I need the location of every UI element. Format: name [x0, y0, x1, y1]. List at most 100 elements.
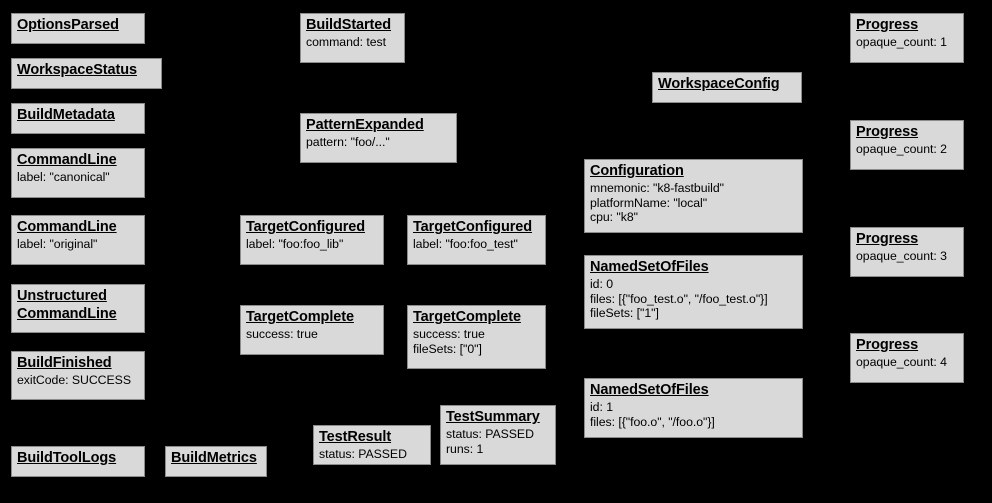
node-fields: mnemonic: "k8-fastbuild"platformName: "l…	[590, 181, 797, 225]
node-title-line: WorkspaceConfig	[658, 76, 780, 92]
node-title-line: Progress	[856, 124, 919, 140]
node-field: label: "foo:foo_lib"	[246, 237, 344, 252]
node-title-line: NamedSetOfFiles	[590, 382, 709, 398]
node-field: success: true	[413, 327, 485, 342]
node-field: files: [{"foo.o", "/foo.o"}]	[590, 414, 715, 429]
node-title-line: OptionsParsed	[17, 17, 119, 33]
node-fields: opaque_count: 4	[856, 355, 958, 370]
node-title: TargetConfigured	[246, 219, 378, 236]
node-fields: success: true	[246, 327, 378, 342]
node-title: BuildFinished	[17, 355, 139, 372]
node-field: pattern: "foo/..."	[306, 135, 390, 150]
node-options-parsed[interactable]: OptionsParsed	[11, 13, 145, 44]
node-field: status: PASSED	[319, 447, 407, 462]
node-progress-2[interactable]: Progress opaque_count: 2	[850, 120, 964, 170]
node-title: BuildMetadata	[17, 107, 139, 124]
node-configuration[interactable]: Configuration mnemonic: "k8-fastbuild"pla…	[584, 159, 803, 233]
node-field: runs: 1	[446, 441, 484, 456]
node-title: CommandLine	[17, 152, 139, 169]
node-title: BuildStarted	[306, 17, 399, 34]
node-build-metadata[interactable]: BuildMetadata	[11, 103, 145, 134]
node-build-tool-logs[interactable]: BuildToolLogs	[11, 446, 145, 477]
node-title: WorkspaceConfig	[658, 76, 796, 93]
node-fields: label: "original"	[17, 237, 139, 252]
node-progress-3[interactable]: Progress opaque_count: 3	[850, 227, 964, 277]
node-title: Progress	[856, 337, 958, 354]
node-fields: opaque_count: 2	[856, 142, 958, 157]
node-title: Progress	[856, 124, 958, 141]
node-title: Progress	[856, 17, 958, 34]
node-fields: label: "foo:foo_lib"	[246, 237, 378, 252]
node-fields: exitCode: SUCCESS	[17, 373, 139, 388]
node-field: opaque_count: 1	[856, 35, 947, 50]
node-title: OptionsParsed	[17, 17, 139, 34]
node-target-complete-lib[interactable]: TargetComplete success: true	[240, 305, 384, 355]
node-title: TargetComplete	[413, 309, 540, 326]
node-title: WorkspaceStatus	[17, 62, 156, 79]
node-title-line: TestResult	[319, 429, 392, 445]
node-fields: status: PASSED	[319, 447, 425, 462]
node-field: status: PASSED	[446, 427, 534, 442]
node-title-line: BuildMetadata	[17, 107, 115, 123]
node-field: opaque_count: 4	[856, 355, 947, 370]
node-title: BuildToolLogs	[17, 450, 139, 467]
node-title-line: TargetComplete	[413, 309, 521, 325]
node-title-line: TargetComplete	[246, 309, 354, 325]
node-title: PatternExpanded	[306, 117, 451, 134]
node-target-configured-foo-test[interactable]: TargetConfigured label: "foo:foo_test"	[407, 215, 546, 265]
node-title: TargetConfigured	[413, 219, 540, 236]
node-title: TargetComplete	[246, 309, 378, 326]
node-title: Progress	[856, 231, 958, 248]
node-title: TestSummary	[446, 409, 550, 426]
node-fields: pattern: "foo/..."	[306, 135, 451, 150]
node-title-line: BuildToolLogs	[17, 450, 117, 466]
node-field: fileSets: ["1"]	[590, 306, 659, 321]
node-title-line: BuildFinished	[17, 355, 112, 371]
node-test-result[interactable]: TestResult status: PASSED	[313, 425, 431, 465]
node-title-line: BuildStarted	[306, 17, 392, 33]
node-field: label: "canonical"	[17, 170, 110, 185]
node-build-metrics[interactable]: BuildMetrics	[165, 446, 267, 477]
node-title-line: Progress	[856, 231, 919, 247]
node-title: NamedSetOfFiles	[590, 382, 797, 399]
node-workspace-status[interactable]: WorkspaceStatus	[11, 58, 162, 89]
node-command-line-canonical[interactable]: CommandLine label: "canonical"	[11, 148, 145, 198]
node-workspace-config[interactable]: WorkspaceConfig	[652, 72, 802, 103]
node-field: mnemonic: "k8-fastbuild"	[590, 181, 724, 196]
node-title: CommandLine	[17, 219, 139, 236]
node-field: exitCode: SUCCESS	[17, 373, 131, 388]
node-field: command: test	[306, 35, 386, 50]
node-title-line: CommandLine	[17, 152, 117, 168]
node-field: label: "original"	[17, 237, 98, 252]
node-title-line: TargetConfigured	[413, 219, 532, 235]
node-field: label: "foo:foo_test"	[413, 237, 518, 252]
node-title-line: WorkspaceStatus	[17, 62, 137, 78]
node-title-line: Configuration	[590, 163, 684, 179]
node-build-started[interactable]: BuildStarted command: test	[300, 13, 405, 63]
node-fields: opaque_count: 3	[856, 249, 958, 264]
node-field: fileSets: ["0"]	[413, 341, 482, 356]
node-field: platformName: "local"	[590, 195, 708, 210]
node-fields: label: "canonical"	[17, 170, 139, 185]
node-title: TestResult	[319, 429, 425, 446]
node-field: success: true	[246, 327, 318, 342]
node-fields: label: "foo:foo_test"	[413, 237, 540, 252]
node-title: BuildMetrics	[171, 450, 261, 467]
node-build-finished[interactable]: BuildFinished exitCode: SUCCESS	[11, 351, 145, 400]
node-title-line: CommandLine	[17, 306, 117, 323]
